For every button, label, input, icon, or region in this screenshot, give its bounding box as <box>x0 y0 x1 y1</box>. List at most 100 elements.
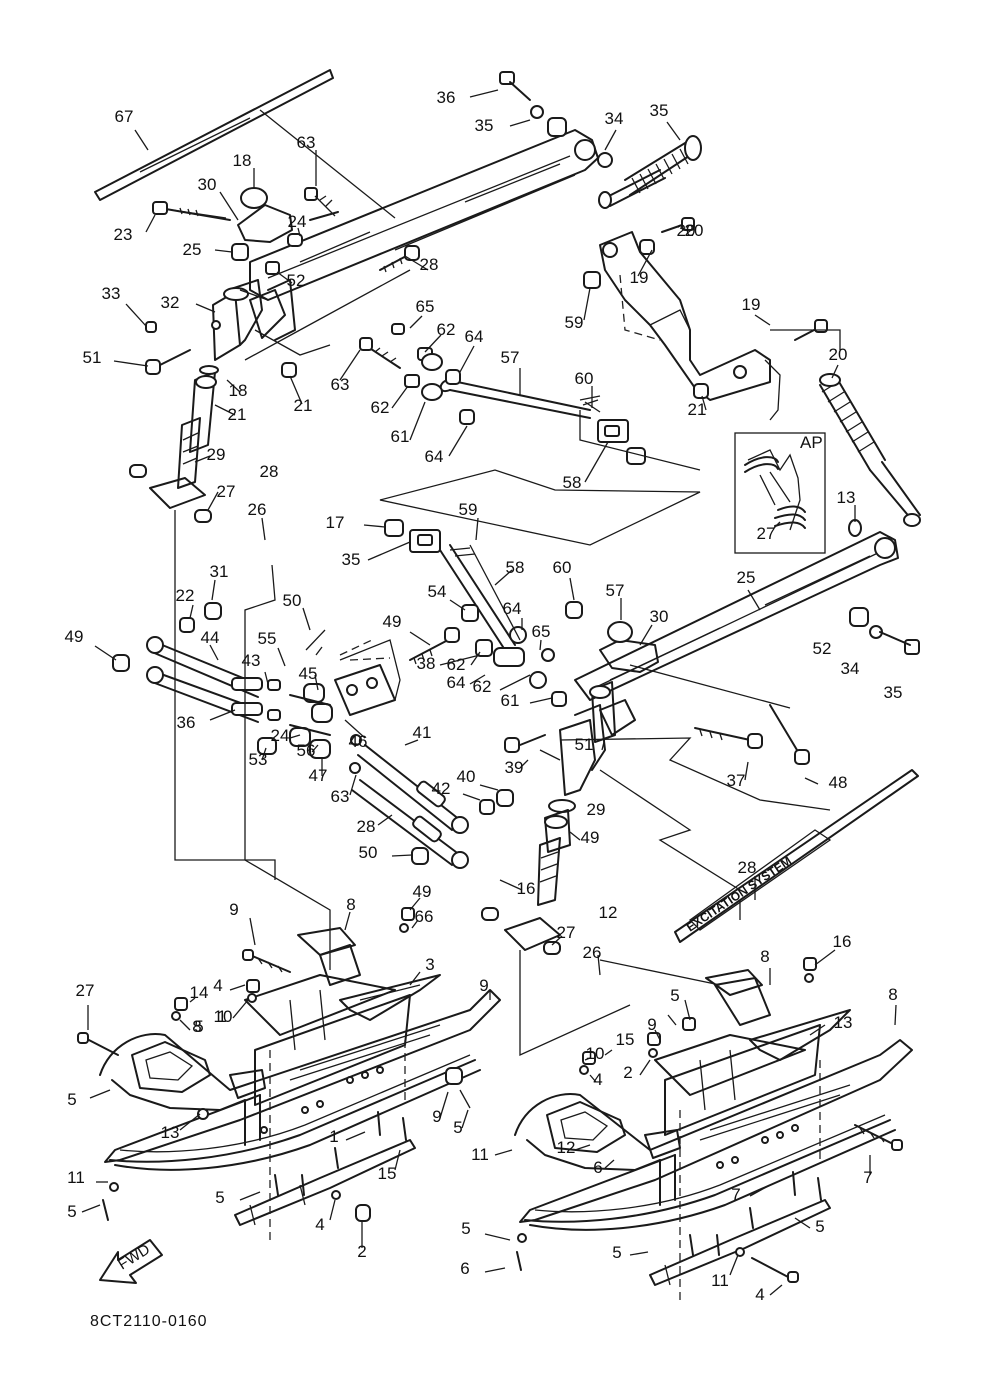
callout-leader <box>469 89 499 98</box>
callout-leader <box>494 1149 513 1156</box>
callout-leader <box>179 1019 191 1031</box>
callout-52: 52 <box>813 639 832 658</box>
fwd-label: FWD <box>115 1241 153 1274</box>
callout-50: 50 <box>283 591 302 610</box>
tie-rod-upper <box>359 245 701 546</box>
callout-44: 44 <box>201 628 220 647</box>
callout-21: 21 <box>228 405 247 424</box>
callout-leader <box>189 997 196 1003</box>
rear-arm-upper <box>583 217 841 421</box>
callout-53: 53 <box>249 750 268 769</box>
callout-5: 5 <box>670 986 679 1005</box>
callout-leader <box>773 521 781 529</box>
callout-leader <box>584 1057 591 1061</box>
callout-leader <box>470 651 481 666</box>
callout-leader <box>367 541 411 561</box>
callout-leader <box>604 129 617 151</box>
callout-31: 31 <box>210 562 229 581</box>
callout-leader <box>637 249 653 277</box>
callout-leader <box>475 517 479 541</box>
callout-leader <box>484 1233 511 1241</box>
callout-leader <box>589 1074 597 1083</box>
callout-58: 58 <box>506 558 525 577</box>
callout-34: 34 <box>841 659 860 678</box>
callout-33: 33 <box>102 284 121 303</box>
callout-48: 48 <box>829 773 848 792</box>
callout-leader <box>484 1267 506 1273</box>
callout-25: 25 <box>183 240 202 259</box>
callout-67: 67 <box>115 107 134 126</box>
callout-18: 18 <box>229 381 248 400</box>
callout-43: 43 <box>242 651 261 670</box>
callout-60: 60 <box>553 558 572 577</box>
callout-leader <box>344 911 351 931</box>
callout-leader <box>479 784 499 791</box>
callout-5: 5 <box>215 1188 224 1207</box>
callout-leader <box>539 639 542 651</box>
callout-63: 63 <box>297 133 316 152</box>
callout-58: 58 <box>563 473 582 492</box>
callout-leader <box>377 814 393 826</box>
callout-leader <box>276 271 293 284</box>
callout-37: 37 <box>727 771 746 790</box>
callout-2: 2 <box>357 1242 366 1261</box>
callout-leader <box>211 579 216 601</box>
callout-63: 63 <box>331 787 350 806</box>
callout-61: 61 <box>391 427 410 446</box>
callout-30: 30 <box>650 607 669 626</box>
callout-leader <box>394 1149 401 1171</box>
callout-1: 1 <box>329 1127 338 1146</box>
callout-15: 15 <box>378 1164 397 1183</box>
callout-leader <box>583 287 591 321</box>
callout-27: 27 <box>557 923 576 942</box>
callout-leader <box>494 569 513 586</box>
callout-leader <box>574 1144 591 1151</box>
callout-24: 24 <box>288 212 307 231</box>
callout-leader <box>344 719 366 739</box>
callout-8: 8 <box>760 947 769 966</box>
callout-leader <box>679 227 689 231</box>
callout-49: 49 <box>581 828 600 847</box>
callout-4: 4 <box>593 1070 602 1089</box>
steering-arm-group-left <box>145 187 339 378</box>
callout-leader <box>125 303 147 327</box>
callout-leader <box>219 191 239 221</box>
callout-7: 7 <box>863 1168 872 1187</box>
callout-leader <box>409 897 421 911</box>
callout-leader <box>261 517 266 541</box>
callout-leader <box>113 360 149 367</box>
callout-leader <box>629 1251 649 1256</box>
callout-leader <box>81 1204 101 1213</box>
callout-60: 60 <box>575 369 594 388</box>
callout-49: 49 <box>413 882 432 901</box>
callout-leader <box>264 671 269 685</box>
callout-leader <box>769 1284 783 1296</box>
callout-leader <box>804 777 819 785</box>
callout-27: 27 <box>757 524 776 543</box>
callout-20: 20 <box>685 221 704 240</box>
callout-leader <box>409 631 431 646</box>
callout-29: 29 <box>587 800 606 819</box>
callout-9: 9 <box>432 1107 441 1126</box>
callout-9: 9 <box>647 1015 656 1034</box>
callout-5: 5 <box>194 1017 203 1036</box>
callout-46: 46 <box>349 732 368 751</box>
callout-56: 56 <box>297 741 316 760</box>
callout-4: 4 <box>755 1285 764 1304</box>
callout-leader <box>604 1049 613 1056</box>
callout-21: 21 <box>688 400 707 419</box>
callout-leader <box>747 589 761 611</box>
callout-62: 62 <box>447 655 466 674</box>
callout-26: 26 <box>248 500 267 519</box>
callout-leader <box>194 455 211 463</box>
callout-5: 5 <box>453 1118 462 1137</box>
ski-right <box>514 957 913 1300</box>
callout-leader <box>461 1109 469 1129</box>
callout-leader <box>809 1024 826 1036</box>
callout-6: 6 <box>460 1259 469 1278</box>
callout-23: 23 <box>114 225 133 244</box>
callout-leader <box>462 793 481 801</box>
callout-16: 16 <box>517 879 536 898</box>
callout-leader <box>297 227 301 237</box>
callout-27: 27 <box>76 981 95 1000</box>
